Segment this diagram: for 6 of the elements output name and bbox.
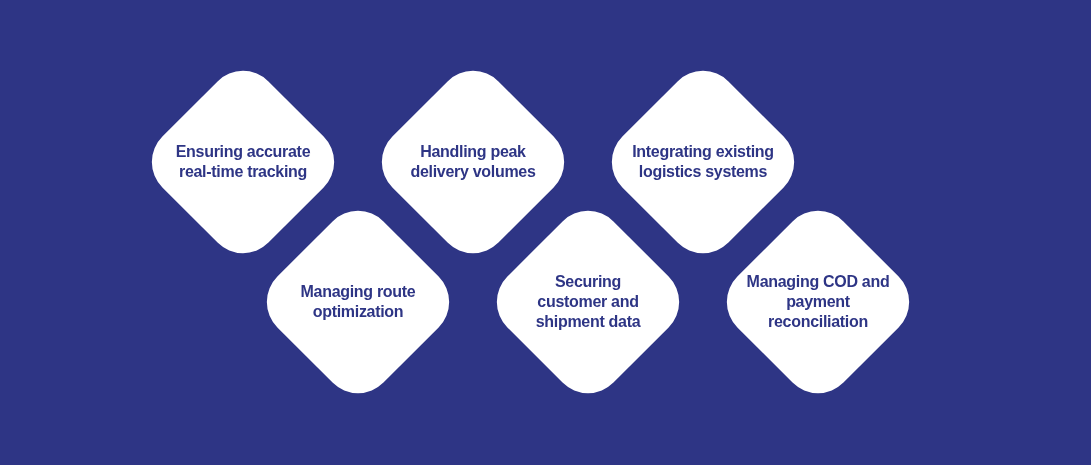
card-text: Managing COD and payment reconciliation [745, 272, 891, 332]
card-text: Managing route optimization [299, 282, 417, 322]
card-text: Securing customer and shipment data [534, 272, 642, 332]
card-text: Integrating existing logistics systems [631, 142, 775, 182]
card-text: Handling peak delivery volumes [409, 142, 537, 182]
card-text: Ensuring accurate real-time tracking [174, 142, 312, 182]
